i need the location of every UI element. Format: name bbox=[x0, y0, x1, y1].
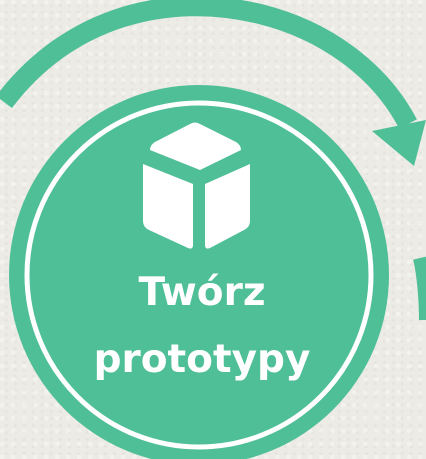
step-title-line-1: Twórz bbox=[138, 270, 265, 315]
cycle-arc bbox=[0, 0, 417, 129]
cube-icon bbox=[143, 122, 250, 249]
step-circle-ring bbox=[24, 100, 374, 450]
step-circle bbox=[9, 85, 389, 459]
step-title-line-2: prototypy bbox=[94, 337, 311, 382]
cycle-arrowhead-icon bbox=[372, 120, 426, 166]
cube-right-face bbox=[205, 164, 250, 249]
cube-top-face bbox=[150, 122, 241, 170]
cube-left-face bbox=[143, 164, 193, 249]
cycle-arc-lower bbox=[413, 256, 426, 321]
